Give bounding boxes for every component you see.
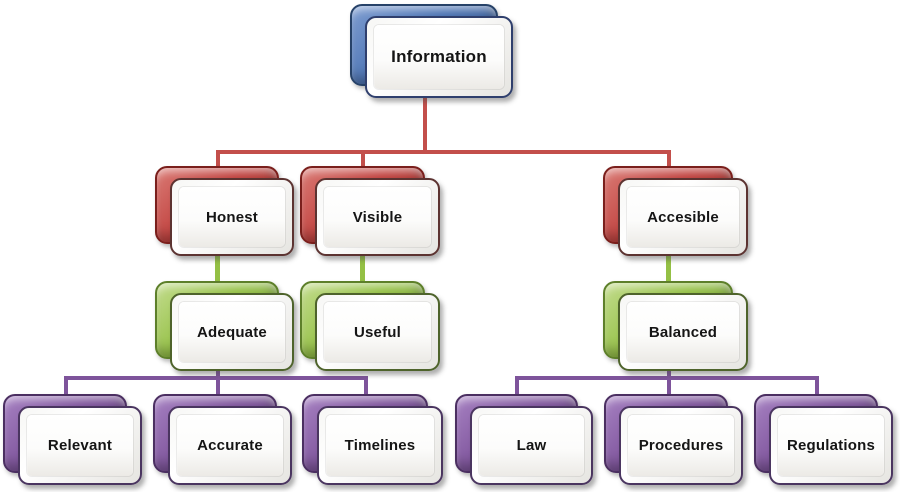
connector-drop-visible: [361, 150, 365, 172]
connector-information-stem: [423, 98, 427, 154]
connector-adequate-stem: [216, 371, 220, 380]
node-face: Information: [365, 16, 513, 98]
connector-adequate-bus: [64, 376, 368, 380]
connector-drop-honest: [216, 150, 220, 172]
node-face: Procedures: [619, 406, 743, 485]
node-face: Visible: [315, 178, 440, 256]
connector-balanced-bus: [515, 376, 819, 380]
node-face-bevel: Balanced: [627, 302, 739, 362]
node-face: Relevant: [18, 406, 142, 485]
node-face: Adequate: [170, 293, 294, 371]
connector-level2-bus: [216, 150, 671, 154]
connector-drop-timelines: [364, 376, 368, 397]
node-timelines: Timelines: [302, 394, 443, 485]
node-label: Information: [391, 47, 487, 66]
node-label: Honest: [205, 208, 259, 226]
connector-drop-relevant: [64, 376, 68, 397]
node-face-bevel: Honest: [179, 187, 285, 247]
node-face: Balanced: [618, 293, 748, 371]
connector-visible-useful: [360, 256, 365, 286]
node-face: Accesible: [618, 178, 748, 256]
connector-drop-law: [515, 376, 519, 397]
connector-drop-accurate: [216, 380, 220, 397]
node-label: Useful: [353, 323, 402, 341]
node-face-bevel: Visible: [324, 187, 431, 247]
node-label: Accurate: [197, 437, 263, 454]
node-label: Timelines: [344, 437, 416, 454]
node-useful: Useful: [300, 281, 440, 371]
connector-drop-regulations: [815, 376, 819, 397]
connector-accesible-balanced: [666, 256, 671, 286]
node-law: Law: [455, 394, 593, 485]
node-face-bevel: Information: [374, 25, 504, 89]
node-face: Accurate: [168, 406, 292, 485]
node-adequate: Adequate: [155, 281, 294, 371]
node-face-bevel: Accurate: [177, 415, 283, 476]
connector-honest-adequate: [215, 256, 220, 286]
node-balanced: Balanced: [603, 281, 748, 371]
node-label: Visible: [352, 208, 403, 226]
node-information: Information: [350, 4, 513, 98]
node-face-bevel: Regulations: [778, 415, 884, 476]
connector-balanced-stem: [667, 371, 671, 380]
node-face-bevel: Accesible: [627, 187, 739, 247]
node-relevant: Relevant: [3, 394, 142, 485]
connector-drop-procedures: [667, 380, 671, 397]
node-label: Procedures: [638, 437, 724, 454]
node-face-bevel: Timelines: [326, 415, 434, 476]
node-procedures: Procedures: [604, 394, 743, 485]
node-face: Regulations: [769, 406, 893, 485]
node-label: Balanced: [648, 323, 718, 341]
node-face-bevel: Law: [479, 415, 584, 476]
connector-drop-accesible: [667, 150, 671, 172]
node-accesible: Accesible: [603, 166, 748, 256]
node-face: Useful: [315, 293, 440, 371]
node-label: Relevant: [47, 437, 113, 454]
node-accurate: Accurate: [153, 394, 292, 485]
node-visible: Visible: [300, 166, 440, 256]
node-regulations: Regulations: [754, 394, 893, 485]
node-honest: Honest: [155, 166, 294, 256]
node-face: Law: [470, 406, 593, 485]
node-face-bevel: Relevant: [27, 415, 133, 476]
node-label: Adequate: [197, 323, 267, 341]
node-face-bevel: Useful: [324, 302, 431, 362]
node-face: Honest: [170, 178, 294, 256]
node-label: Regulations: [786, 437, 876, 454]
node-face-bevel: Adequate: [179, 302, 285, 362]
node-face: Timelines: [317, 406, 443, 485]
node-label: Law: [516, 437, 547, 454]
node-face-bevel: Procedures: [628, 415, 734, 476]
node-label: Accesible: [647, 208, 719, 226]
